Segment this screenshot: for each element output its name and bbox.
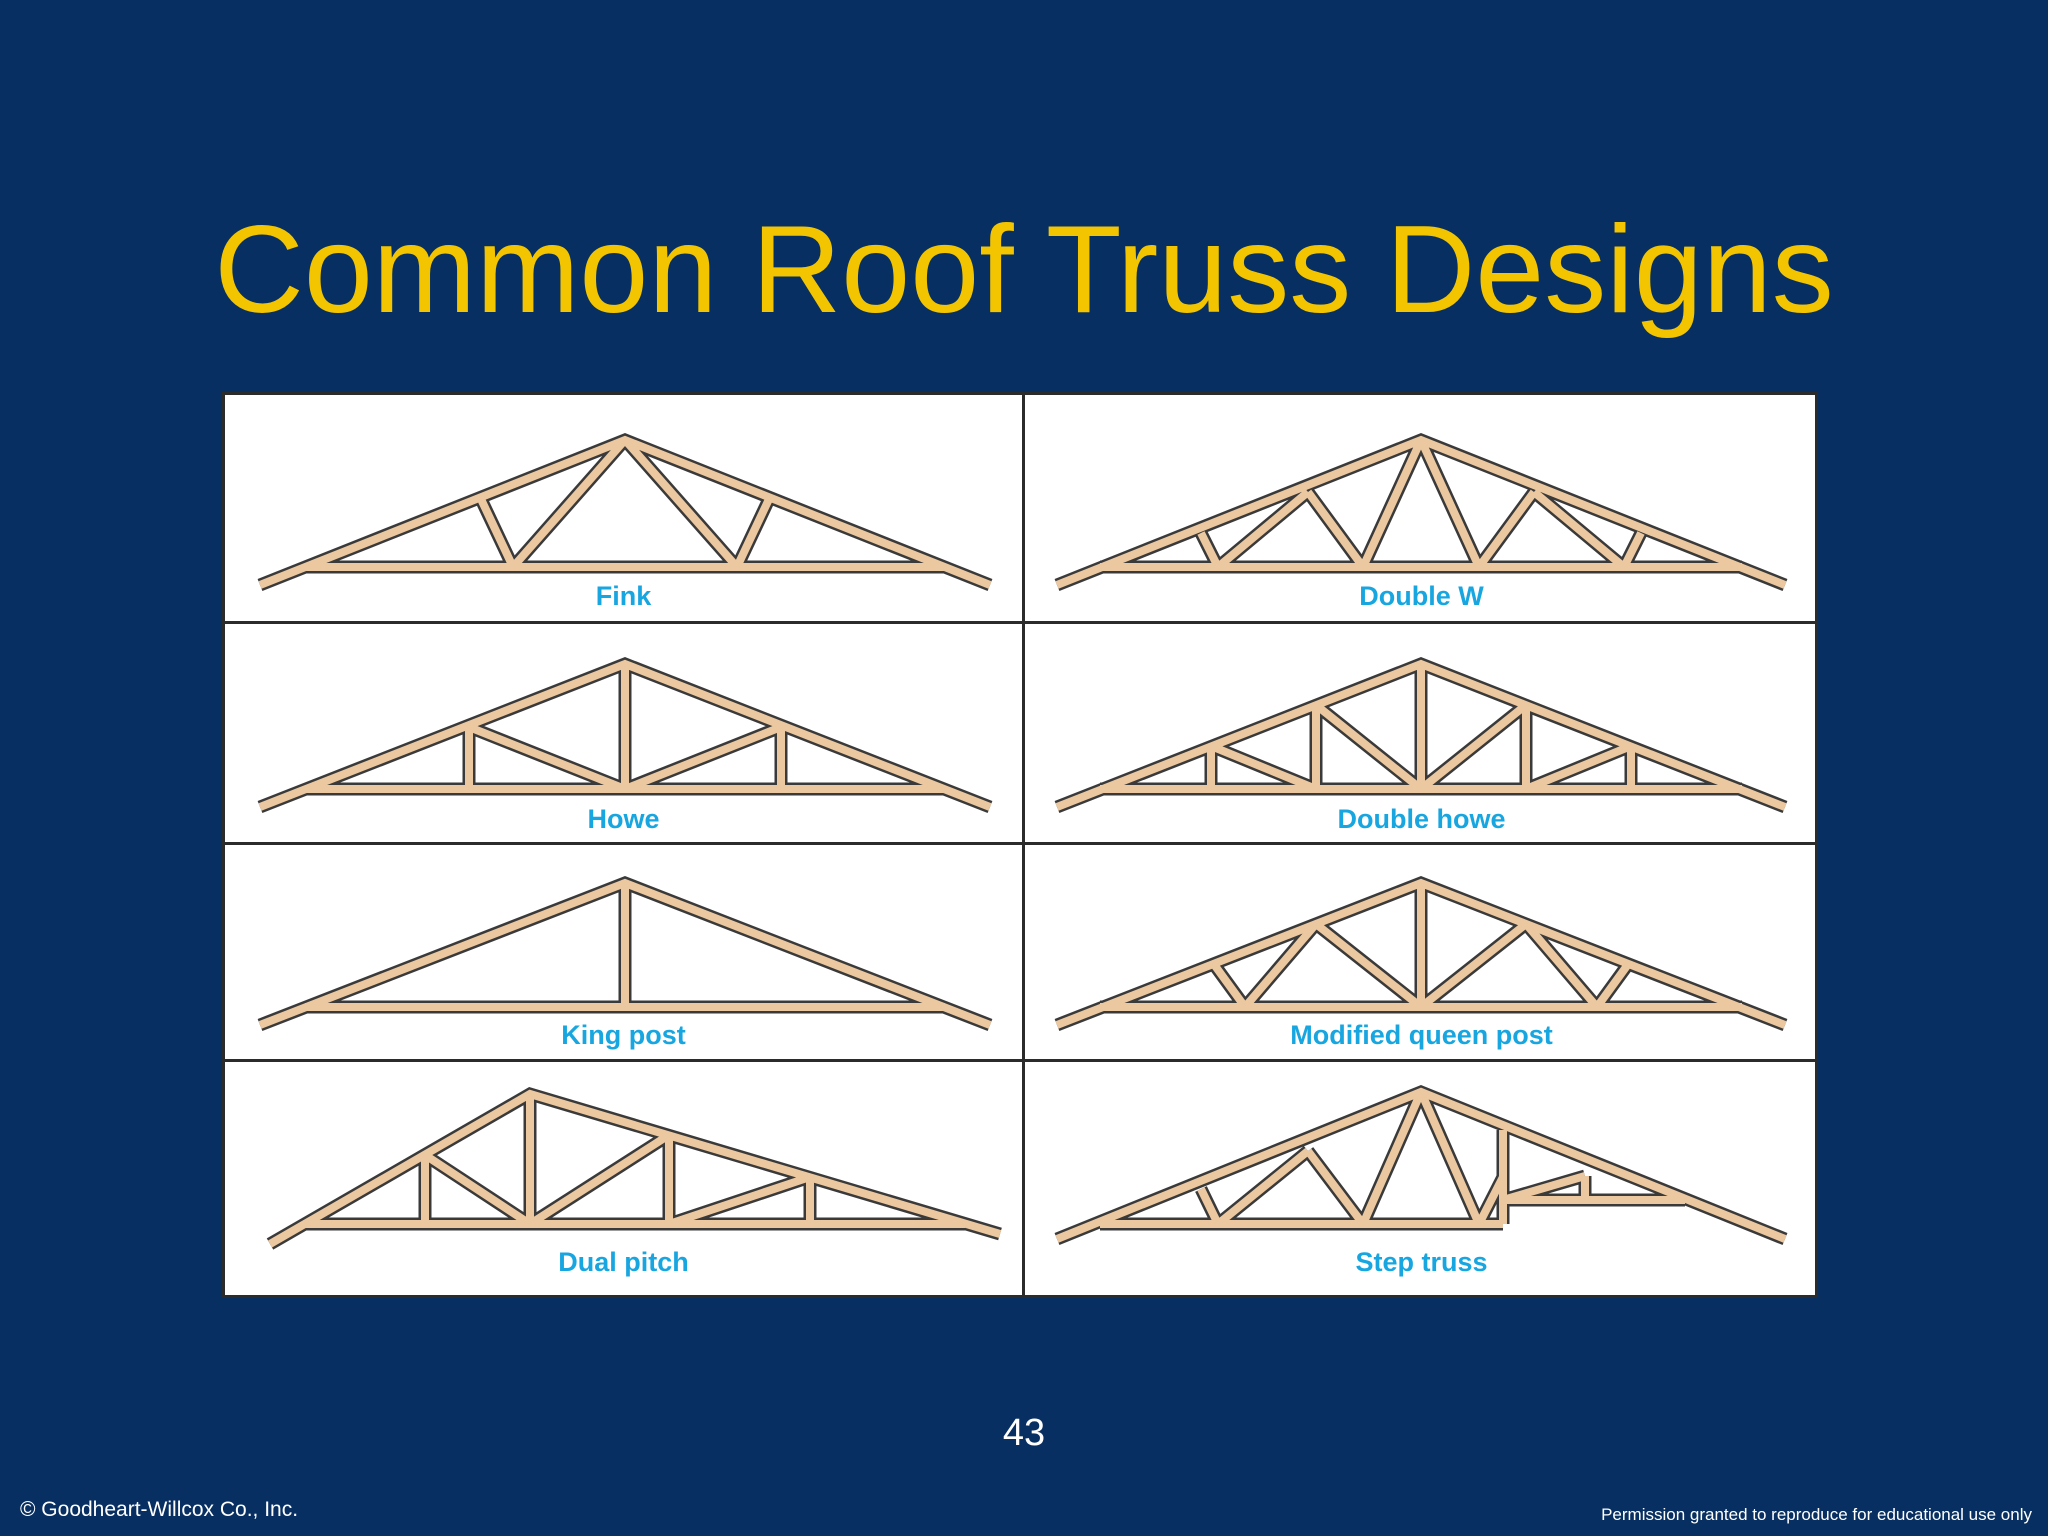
howe-truss-members	[257, 657, 993, 814]
king-post-truss-drawing	[257, 876, 993, 1032]
permission-notice: Permission granted to reproduce for educ…	[1601, 1505, 2032, 1524]
truss-label-fink: Fink	[595, 581, 652, 611]
copyright-notice: © Goodheart-Willcox Co., Inc.	[20, 1498, 299, 1521]
double-howe-truss-members	[1054, 657, 1788, 814]
truss-cell-modified-queen-post: Modified queen post	[1025, 845, 1818, 1059]
howe-truss-drawing	[257, 657, 993, 814]
step-truss-members	[1054, 1084, 1788, 1246]
truss-label-howe: Howe	[587, 804, 660, 834]
truss-cell-king-post: King post	[225, 845, 1022, 1059]
king-post-truss-members	[257, 876, 993, 1032]
truss-cell-fink: Fink	[225, 395, 1022, 621]
page-number: 43	[1002, 1412, 1046, 1454]
double-howe-truss-drawing	[1054, 657, 1788, 814]
truss-cell-howe: Howe	[225, 624, 1022, 842]
step-truss-drawing	[1054, 1084, 1788, 1246]
grid-divider-row-1	[225, 621, 1815, 624]
slide-title: Common Roof Truss Designs	[214, 201, 1834, 339]
fink-truss-drawing	[257, 433, 993, 592]
double-w-truss-members	[1054, 433, 1788, 592]
truss-label-king-post: King post	[561, 1020, 686, 1050]
truss-label-double-howe: Double howe	[1337, 804, 1506, 834]
truss-cell-step-truss: Step truss	[1025, 1062, 1818, 1298]
truss-label-modified-queen-post: Modified queen post	[1290, 1020, 1553, 1050]
truss-diagram-grid: Fink Double W Howe Double howe King post…	[222, 392, 1818, 1298]
double-w-truss-drawing	[1054, 433, 1788, 592]
dual-pitch-truss-drawing	[266, 1086, 1002, 1250]
truss-cell-dual-pitch: Dual pitch	[225, 1062, 1022, 1298]
truss-cell-double-howe: Double howe	[1025, 624, 1818, 842]
grid-divider-vertical	[1022, 395, 1025, 1295]
grid-divider-row-3	[225, 1059, 1815, 1062]
modified-queen-post-truss-drawing	[1054, 876, 1788, 1032]
modified-queen-post-truss-members	[1054, 876, 1788, 1032]
fink-truss-members	[257, 433, 993, 592]
truss-label-dual-pitch: Dual pitch	[558, 1247, 689, 1277]
truss-label-double-w: Double W	[1359, 581, 1484, 611]
dual-pitch-truss-members	[266, 1086, 1002, 1250]
truss-label-step-truss: Step truss	[1355, 1247, 1488, 1277]
grid-divider-row-2	[225, 842, 1815, 845]
truss-cell-double-w: Double W	[1025, 395, 1818, 621]
